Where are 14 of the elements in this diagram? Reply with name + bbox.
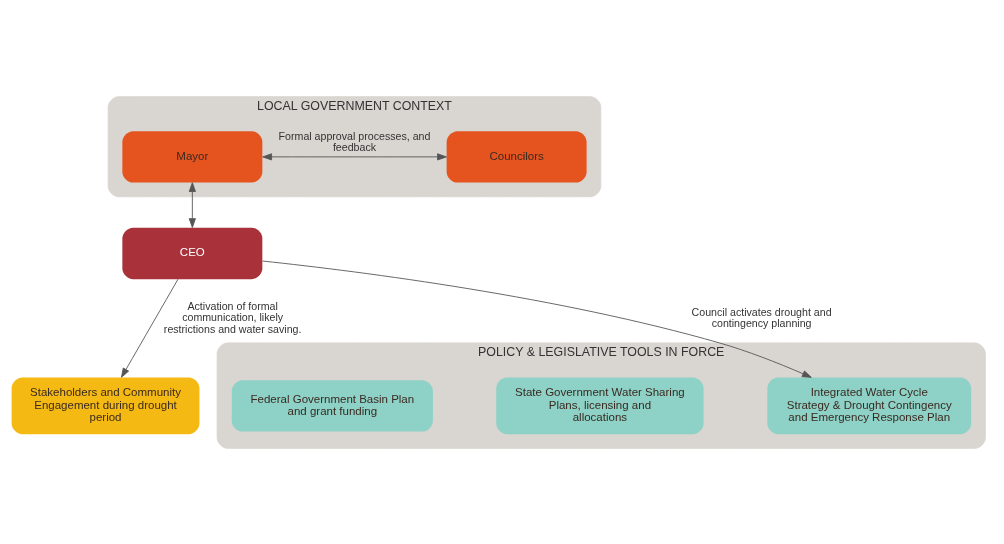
node-box: Councilors bbox=[446, 130, 587, 183]
arrow bbox=[188, 181, 196, 228]
node-box: Federal Government Basin Plan and grant funding bbox=[231, 379, 433, 432]
node-box: Stakeholders and Community Engagement during drought period bbox=[11, 377, 200, 434]
edge-label: Formal approval processes, and feedback bbox=[278, 129, 431, 153]
arrow bbox=[262, 260, 812, 378]
arrow bbox=[121, 278, 179, 378]
arrow bbox=[262, 152, 447, 160]
node-box: Mayor bbox=[122, 130, 263, 183]
node-box: State Government Water Sharing Plans, licensing and allocations bbox=[496, 377, 704, 434]
edge-label: Council activates drought and contingency planning bbox=[691, 305, 832, 329]
node-box: CEO bbox=[122, 227, 263, 279]
node-box: Integrated Water Cycle Strategy & Drought Contingency and Emergency Response Plan bbox=[767, 377, 972, 434]
edge-label: Activation of formal communication, likely restrictions and water saving. bbox=[163, 299, 302, 335]
